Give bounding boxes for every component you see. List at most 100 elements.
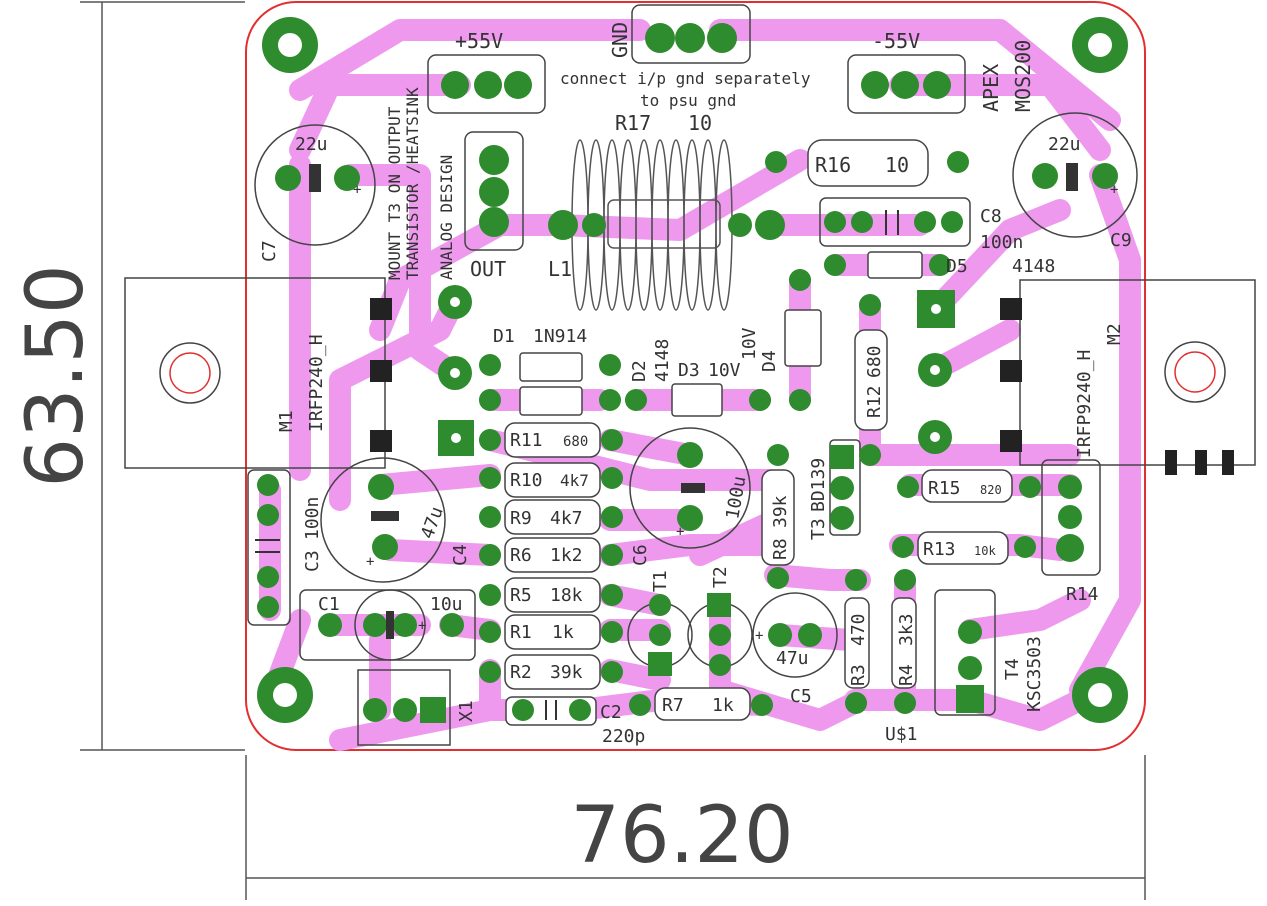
component-symbols [255,163,1078,720]
t4-value: KSC3503 [1024,636,1045,712]
m2-mount-hole [1174,351,1216,393]
d4-label: D4 [759,350,780,372]
r10-label: R10 [510,470,543,491]
r11-value: 680 [563,434,588,450]
us1-label: U$1 [885,724,918,745]
r15-label: R15 [928,478,961,499]
r15-value: 820 [980,483,1002,497]
r6-value: 1k2 [550,545,583,566]
apex-label: APEX [979,64,1003,112]
c9-plus: + [1110,182,1118,198]
c2-value: 220p [602,726,645,747]
r16-value: 10 [885,153,909,177]
r13-value: 10k [974,544,996,558]
c7-label: C7 [259,240,280,262]
r3-value: 470 [848,613,869,646]
d1-value: 1N914 [533,326,587,347]
r14-label: R14 [1066,584,1099,605]
m1-pins [370,298,1234,475]
d5-value: 4148 [1012,256,1055,277]
c7-value: 22u [295,134,328,155]
c5-label: C5 [790,686,812,707]
c4-label: C4 [450,544,471,566]
m2-label: M2 [1104,323,1125,345]
plus55v-label: +55V [455,29,503,53]
r3-label: R3 [848,664,869,686]
r4-label: R4 [896,664,917,686]
c1-value: 10u [430,594,463,615]
c2-label: C2 [600,702,622,723]
note-line1: connect i/p gnd separately [560,69,811,88]
t3-label: T3 [808,518,829,540]
c3-label: C3 [302,550,323,572]
silkscreen-outlines [124,4,1256,746]
c1-label: C1 [318,594,340,615]
c7-plus: + [353,182,361,198]
c9-value: 22u [1048,134,1081,155]
copper-pads [257,17,1128,723]
r17-label: R17 [615,111,651,135]
r4-value: 3k3 [896,613,917,646]
r2-label: R2 [510,662,532,683]
t1-label: T1 [650,570,671,592]
height-dimension-label: 63.50 [11,264,101,487]
resistor-bodies [504,139,1013,726]
r1-value: 1k [552,622,574,643]
r6-label: R6 [510,545,532,566]
r1-label: R1 [510,622,532,643]
note-line2: to psu gnd [640,91,736,110]
r16-label: R16 [815,153,851,177]
r8-label: R8 [770,538,791,560]
t4-label: T4 [1002,658,1023,680]
r2-value: 39k [550,662,583,683]
t3-value: BD139 [808,458,829,512]
dimension-lines [80,1,1146,900]
c8-label: C8 [980,206,1002,227]
gnd-label: GND [608,22,632,58]
c3-value: 100n [302,497,323,540]
width-dimension-label: 76.20 [570,791,793,881]
r9-value: 4k7 [550,508,583,529]
mount-note-line1: MOUNT T3 ON OUTPUT [385,106,404,280]
r12-value: 680 [864,345,885,378]
heatsink-tabs [159,341,1226,404]
x1-label: X1 [456,700,477,722]
d2-value: 4148 [652,339,673,382]
analog-design-label: ANALOG DESIGN [437,155,456,280]
t2-label: T2 [710,566,731,588]
m1-label: M1 [276,410,297,432]
mos200-label: MOS200 [1011,40,1035,112]
minus55v-label: -55V [872,29,920,53]
l1-label: L1 [548,257,572,281]
c6-plus: + [676,524,684,540]
c9-label: C9 [1110,230,1132,251]
r9-label: R9 [510,508,532,529]
mount-note-line2: TRANSISTOR /HEATSINK [403,87,422,280]
m1-type: IRFP240_H [306,334,327,432]
r5-value: 18k [550,585,583,606]
d3-value: 10V [708,360,741,381]
m2-type: IRFP9240_H [1074,350,1095,458]
r11-label: R11 [510,430,543,451]
r7-label: R7 [662,695,684,716]
c5-value: 47u [776,648,809,669]
r5-label: R5 [510,585,532,606]
r7-value: 1k [712,695,734,716]
m1-mount-hole [169,352,211,394]
r13-label: R13 [923,539,956,560]
out-label: OUT [470,257,506,281]
d1-label: D1 [493,326,515,347]
d2-label: D2 [629,360,650,382]
r8-value: 39k [770,495,791,528]
d4-value: 10V [739,327,760,360]
r12-label: R12 [864,385,885,418]
c1-plus: + [418,618,426,634]
d3-label: D3 [678,360,700,381]
c4-plus: + [366,554,374,570]
c5-plus: + [755,628,763,644]
r10-value: 4k7 [560,471,589,490]
pad-drills [273,33,1112,707]
c6-label: C6 [630,544,651,566]
d5-label: D5 [946,256,968,277]
